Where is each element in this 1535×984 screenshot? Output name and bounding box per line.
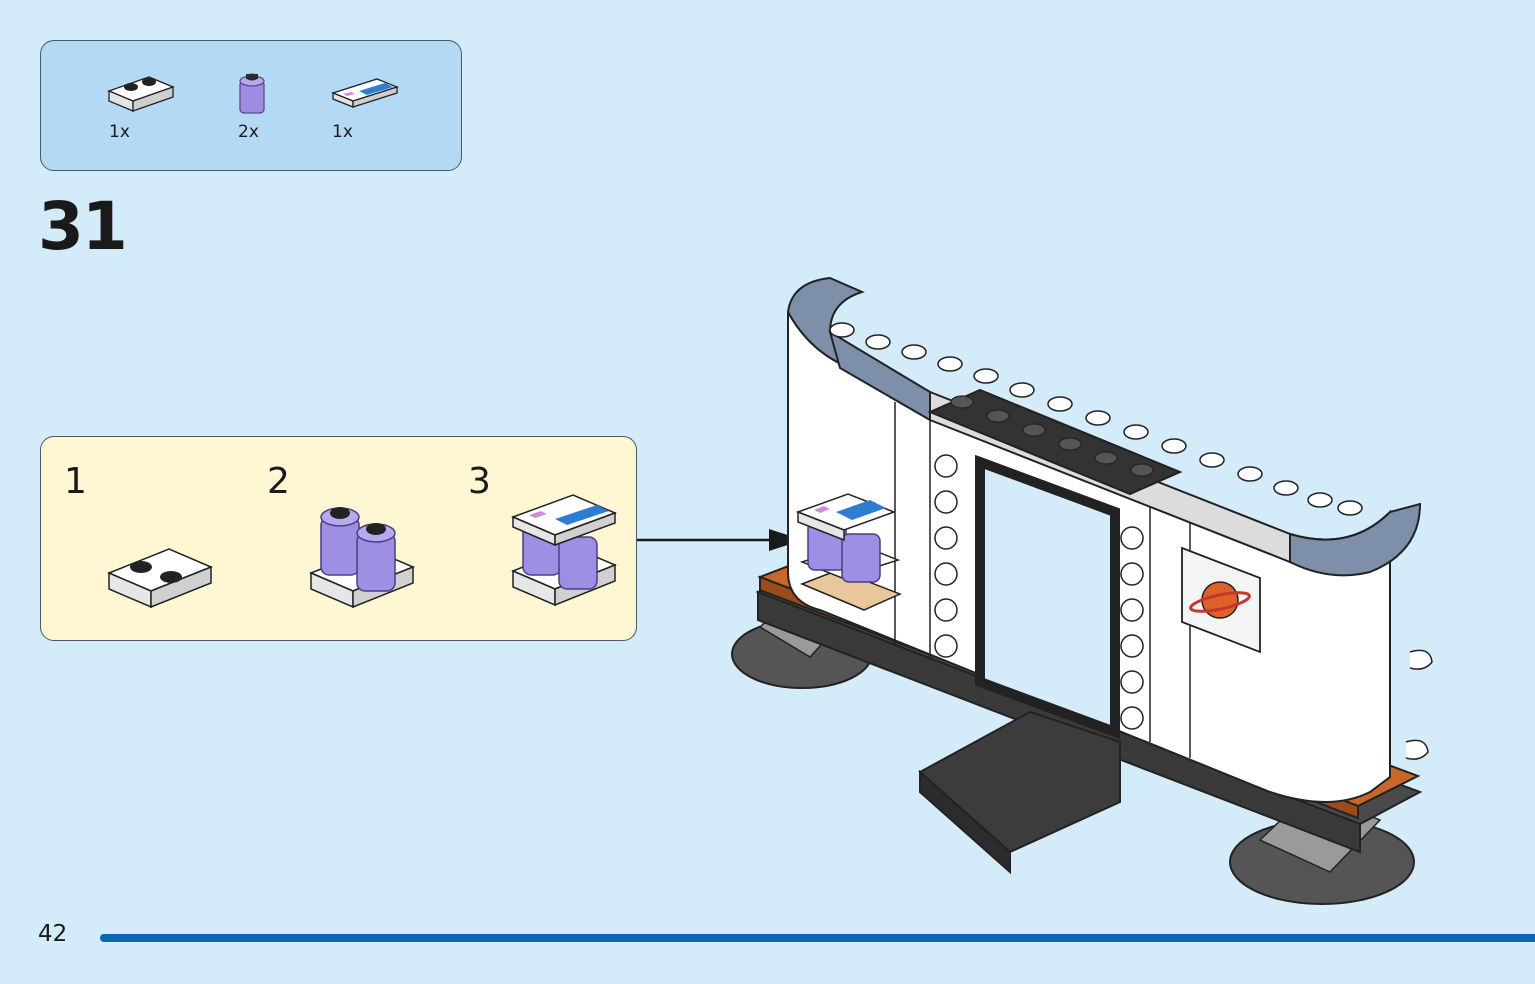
- part-quantity: 2x: [238, 122, 259, 142]
- substep-3-display-illustration: [510, 494, 618, 607]
- purple-round-brick-icon: [239, 73, 265, 114]
- substep-label: 3: [468, 461, 491, 502]
- page-progress-bar: [100, 934, 1535, 942]
- substep-label: 1: [64, 461, 87, 502]
- page-number: 42: [38, 921, 68, 947]
- part-quantity: 1x: [332, 122, 353, 142]
- substep-1-plate-illustration: [107, 548, 213, 609]
- part-quantity: 1x: [109, 122, 130, 142]
- sub-assembly-box: 1 2 3: [40, 436, 637, 641]
- substep-label: 2: [267, 461, 290, 502]
- printed-tile-icon: [331, 78, 399, 108]
- step-number: 31: [38, 188, 128, 265]
- substep-2-bricks-illustration: [309, 507, 415, 609]
- model-illustration: [731, 276, 1433, 905]
- parts-list-box: 1x 2x 1x: [40, 40, 462, 171]
- placement-arrow: [637, 529, 803, 551]
- white-plate-icon: [107, 76, 175, 112]
